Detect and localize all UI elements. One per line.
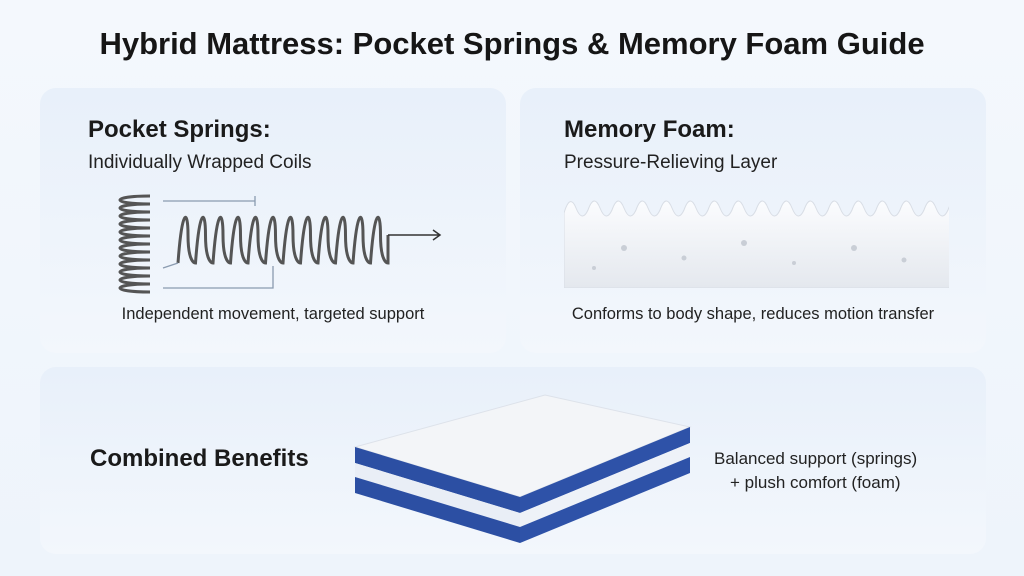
combined-line-1: Balanced support (springs) [714, 449, 918, 468]
combined-line-2: + plush comfort (foam) [730, 473, 901, 492]
foam-heading: Memory Foam: [564, 116, 735, 143]
coil-spring-icon [118, 194, 442, 294]
combined-benefits-panel: Combined Benefits Balanced support (spri… [40, 367, 986, 554]
foam-subheading: Pressure-Relieving Layer [564, 152, 778, 173]
page-title: Hybrid Mattress: Pocket Springs & Memory… [99, 26, 925, 61]
pocket-springs-panel: Pocket Springs: Individually Wrapped Coi… [40, 88, 506, 353]
hybrid-mattress-icon [353, 394, 692, 543]
foam-caption: Conforms to body shape, reduces motion t… [571, 305, 935, 323]
springs-heading: Pocket Springs: [88, 116, 271, 143]
foam-layer-icon [564, 200, 949, 288]
springs-subheading: Individually Wrapped Coils [88, 152, 312, 173]
combined-heading: Combined Benefits [90, 445, 309, 472]
springs-caption: Independent movement, targeted support [121, 305, 425, 323]
memory-foam-panel: Memory Foam: Pressure-Relieving Layer Co… [520, 88, 986, 353]
